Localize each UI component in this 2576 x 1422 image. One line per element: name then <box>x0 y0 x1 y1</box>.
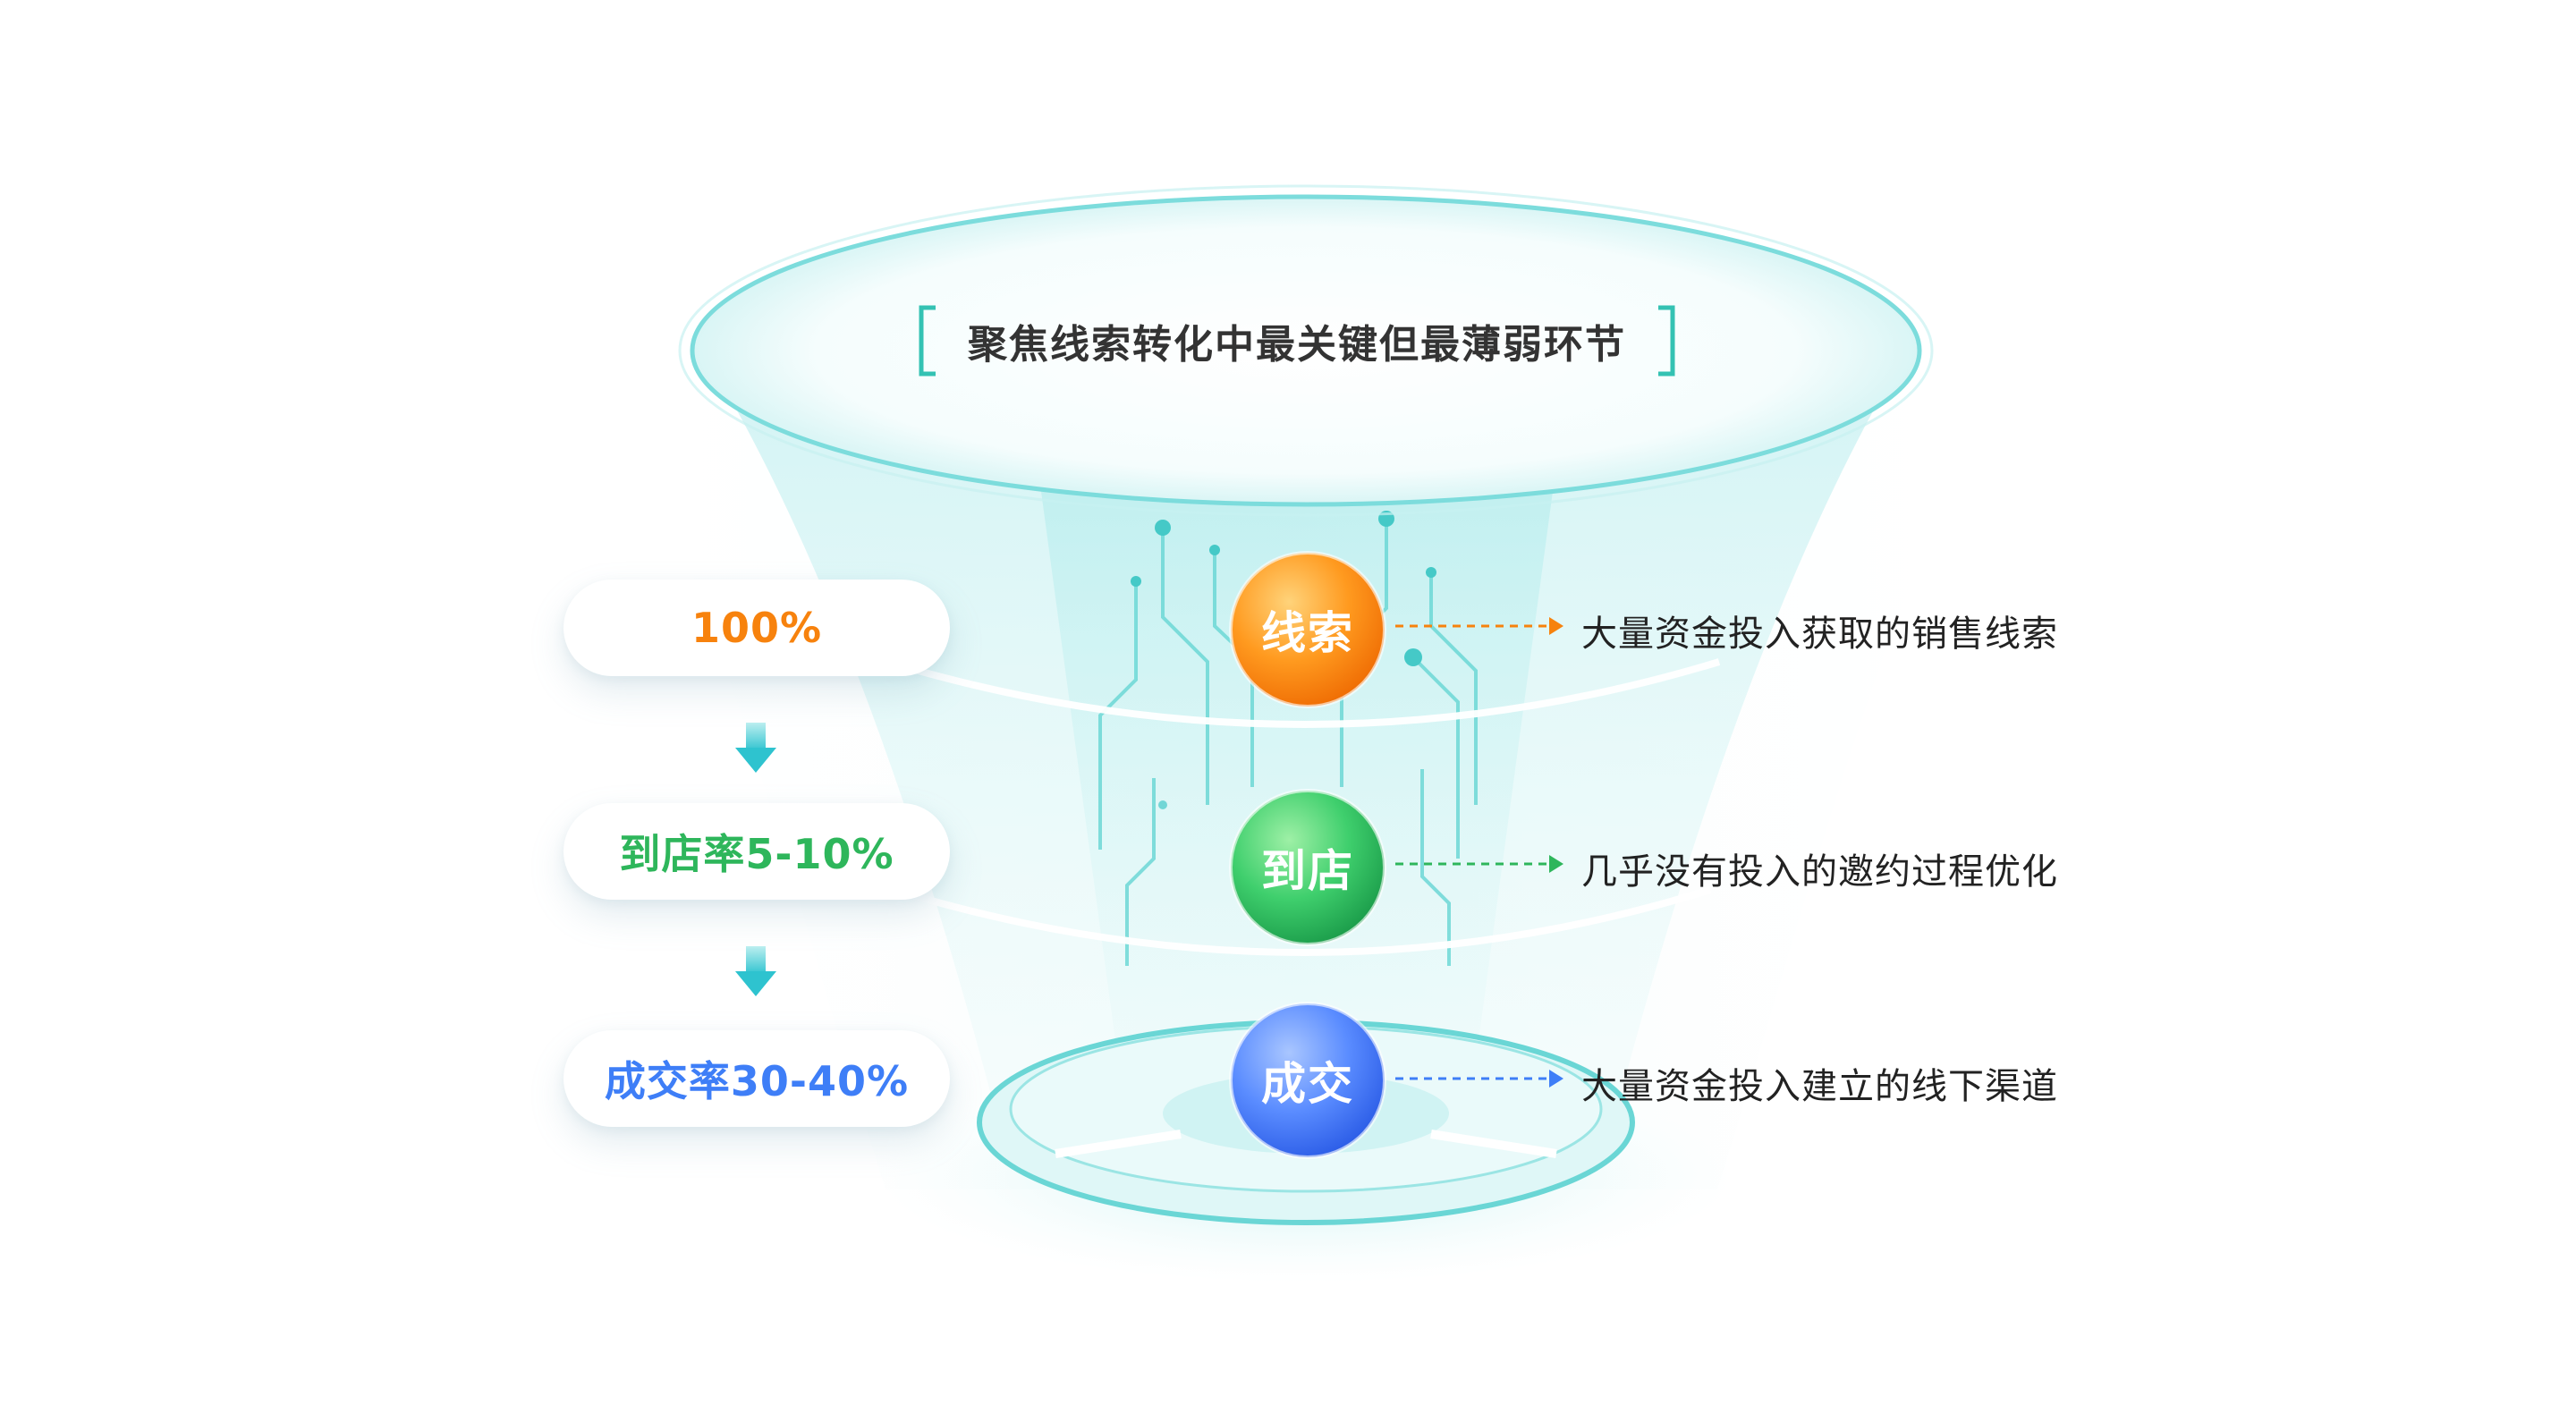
connector-arrow-deal <box>1395 1070 1563 1088</box>
stage-description-store-visit: 几乎没有投入的邀约过程优化 <box>1581 851 2058 893</box>
down-arrow-icon <box>735 723 776 773</box>
stage-name-deal: 成交 <box>1261 1058 1354 1110</box>
rate-pill-store-visit: 到店率5-10% <box>564 803 950 900</box>
funnel-title: 聚焦线索转化中最关键但最薄弱环节 <box>968 322 1626 368</box>
stage-ball-store-visit <box>1229 789 1386 946</box>
stage-name-store-visit: 到店 <box>1261 845 1354 897</box>
connector-arrow-lead <box>1395 617 1563 635</box>
connector-arrow-store-visit <box>1395 855 1563 873</box>
stage-ball-lead <box>1229 551 1386 708</box>
title-bracket <box>919 305 1675 377</box>
down-arrow-icon <box>735 946 776 996</box>
rate-pill-deal: 成交率30-40% <box>564 1030 950 1127</box>
rate-label-deal: 成交率30-40% <box>604 1057 910 1105</box>
stage-name-lead: 线索 <box>1261 607 1354 659</box>
rate-label-store-visit: 到店率5-10% <box>619 830 894 878</box>
rate-pill-lead: 100% <box>564 580 950 676</box>
rate-label-lead: 100% <box>691 604 823 652</box>
stage-description-lead: 大量资金投入获取的销售线索 <box>1581 614 2058 655</box>
stage-ball-deal <box>1229 1002 1386 1159</box>
stage-description-deal: 大量资金投入建立的线下渠道 <box>1581 1066 2058 1107</box>
